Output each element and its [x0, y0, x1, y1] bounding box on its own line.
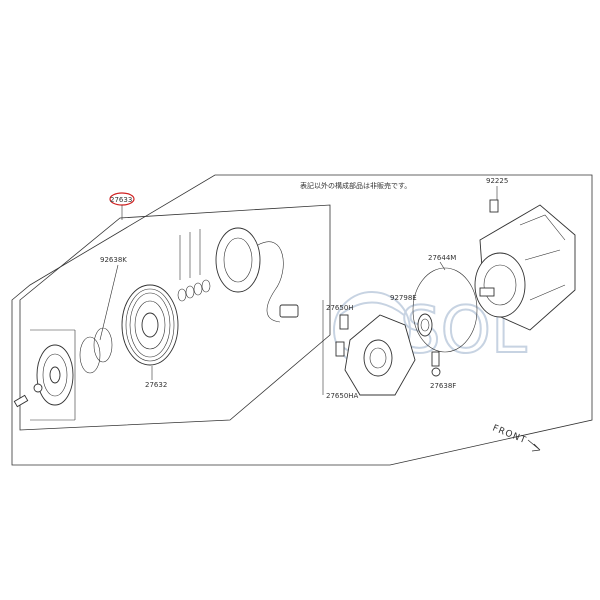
- diagram-frame: [11, 174, 593, 466]
- snap-rings: [177, 229, 211, 302]
- bolt: [13, 394, 29, 408]
- pulley: [121, 284, 179, 366]
- rear-head: [344, 314, 416, 396]
- label-27632: 27632: [145, 381, 167, 389]
- note-text: 表記以外の構成部品は非販売です。: [300, 181, 411, 190]
- compressor: [474, 204, 576, 331]
- relief-valve: [489, 199, 499, 213]
- label-27633: 27633: [110, 196, 132, 204]
- label-92225: 92225: [486, 177, 508, 185]
- clutch-frame: [19, 204, 331, 431]
- shims: [79, 327, 113, 374]
- label-27650h: 27650H: [326, 304, 354, 312]
- label-27638f: 27638F: [430, 382, 456, 390]
- fitting: [431, 351, 441, 377]
- o-ring-large: [412, 267, 478, 353]
- clutch-plate: [33, 344, 74, 406]
- seal: [417, 313, 433, 337]
- label-92798e: 92798E: [390, 294, 417, 302]
- front-indicator: FRONT: [491, 424, 541, 452]
- label-27644m: 27644M: [428, 254, 456, 262]
- label-92638k: 92638K: [100, 256, 127, 264]
- bolt-group: [322, 300, 349, 395]
- label-27650ha: 27650HA: [326, 392, 359, 400]
- field-coil: [215, 227, 299, 323]
- front-label: FRONT: [491, 424, 528, 447]
